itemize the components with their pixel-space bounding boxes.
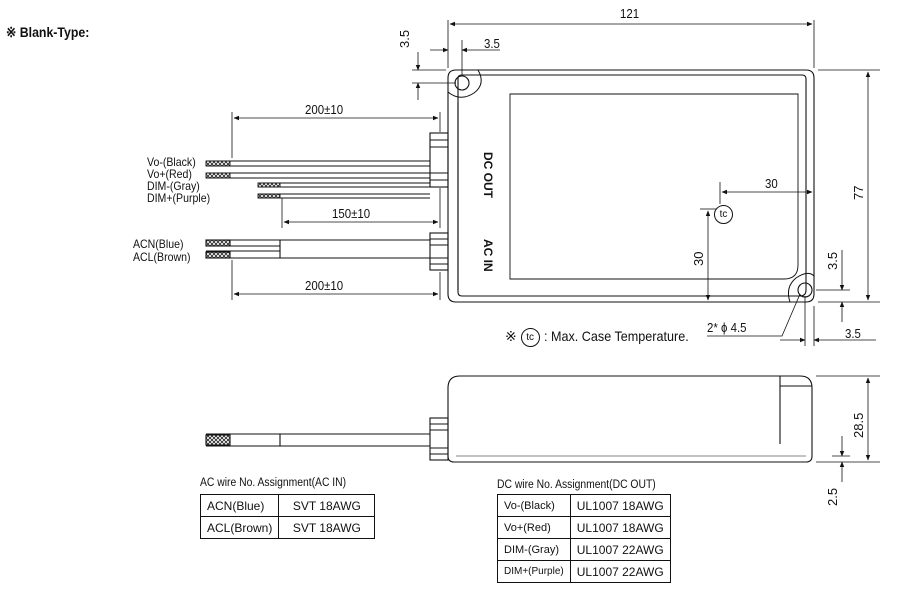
table-cell: DIM+(Purple): [497, 560, 571, 583]
dim-hole-offset-right: 3.5: [825, 251, 840, 270]
tc-note-prefix: ※: [505, 328, 517, 345]
dim-base: 2.5: [825, 487, 840, 506]
table-cell: UL1007 22AWG: [569, 560, 671, 583]
tc-symbol-icon: tc: [714, 205, 733, 224]
dim-width: 77: [851, 185, 866, 200]
side-dimensions: [816, 375, 880, 482]
table-cell: ACN(Blue): [199, 494, 280, 517]
wire-label-vo-black: Vo-(Black): [147, 155, 196, 169]
wire-label-acn-blue: ACN(Blue): [133, 237, 184, 251]
dim-hole-offset-bottom: 3.5: [845, 326, 861, 341]
dim-wire-ac: 200±10: [305, 278, 344, 293]
table-cell: Vo-(Black): [497, 494, 571, 517]
dim-wire-dc-long: 200±10: [305, 102, 344, 117]
table-cell: SVT 18AWG: [278, 494, 376, 517]
dc-assignment-table: Vo-(Black) UL1007 18AWG Vo+(Red) UL1007 …: [497, 494, 671, 583]
tc-note: ※ tc : Max. Case Temperature.: [505, 328, 704, 347]
ac-wire: [205, 239, 430, 259]
dim-tc-y: 30: [691, 251, 706, 266]
table-cell: SVT 18AWG: [278, 516, 376, 539]
side-grommet: [429, 417, 449, 461]
dc-wire-tips: [205, 160, 281, 199]
mounting-hole-bottom: [797, 282, 813, 298]
table-row: Vo-(Black) UL1007 18AWG: [497, 494, 671, 517]
ac-assignment-table: ACN(Blue) SVT 18AWG ACL(Brown) SVT 18AWG: [199, 494, 376, 539]
wire-label-dim-gray: DIM-(Gray): [147, 179, 200, 193]
table-cell: Vo+(Red): [497, 516, 571, 539]
table-cell: UL1007 22AWG: [569, 538, 671, 561]
tc-note-text: : Max. Case Temperature.: [543, 328, 689, 345]
table-row: ACL(Brown) SVT 18AWG: [199, 516, 376, 539]
tc-marker: tc: [714, 205, 733, 224]
dim-length: 121: [620, 6, 640, 21]
dim-height: 28.5: [851, 412, 866, 438]
dc-grommet: [429, 132, 449, 188]
dim-hole-offset-top: 3.5: [397, 29, 412, 48]
dc-table-caption: DC wire No. Assignment(DC OUT): [497, 479, 656, 491]
wire-label-dim-purple: DIM+(Purple): [147, 191, 211, 205]
page-heading: ※ Blank-Type:: [6, 24, 90, 40]
ac-table-caption: AC wire No. Assignment(AC IN): [200, 477, 347, 489]
table-row: ACN(Blue) SVT 18AWG: [199, 494, 376, 517]
table-row: Vo+(Red) UL1007 18AWG: [497, 516, 671, 539]
port-label-ac-in: AC IN: [481, 239, 495, 272]
side-wire: [205, 433, 430, 447]
dim-hole-offset-left: 3.5: [484, 36, 500, 51]
table-cell: DIM-(Gray): [497, 538, 571, 561]
top-view-body: [447, 69, 815, 303]
wire-label-vo-red: Vo+(Red): [147, 167, 192, 181]
port-label-dc-out: DC OUT: [481, 152, 495, 198]
dimension-lines: [231, 20, 880, 346]
table-cell: UL1007 18AWG: [569, 516, 671, 539]
dc-wires: [206, 160, 430, 199]
dim-tc-x: 30: [765, 176, 778, 191]
dim-wire-dc-short: 150±10: [332, 206, 371, 221]
table-row: DIM+(Purple) UL1007 22AWG: [497, 560, 671, 583]
dim-hole-spec: 2* ϕ 4.5: [707, 320, 747, 335]
side-view-body: [447, 375, 813, 463]
table-row: DIM-(Gray) UL1007 22AWG: [497, 538, 671, 561]
ac-grommet: [429, 232, 449, 271]
tc-note-symbol-icon: tc: [520, 328, 540, 347]
wire-label-acl-brown: ACL(Brown): [133, 250, 191, 264]
table-cell: UL1007 18AWG: [569, 494, 671, 517]
table-cell: ACL(Brown): [199, 516, 280, 539]
mounting-hole-top: [454, 75, 470, 91]
